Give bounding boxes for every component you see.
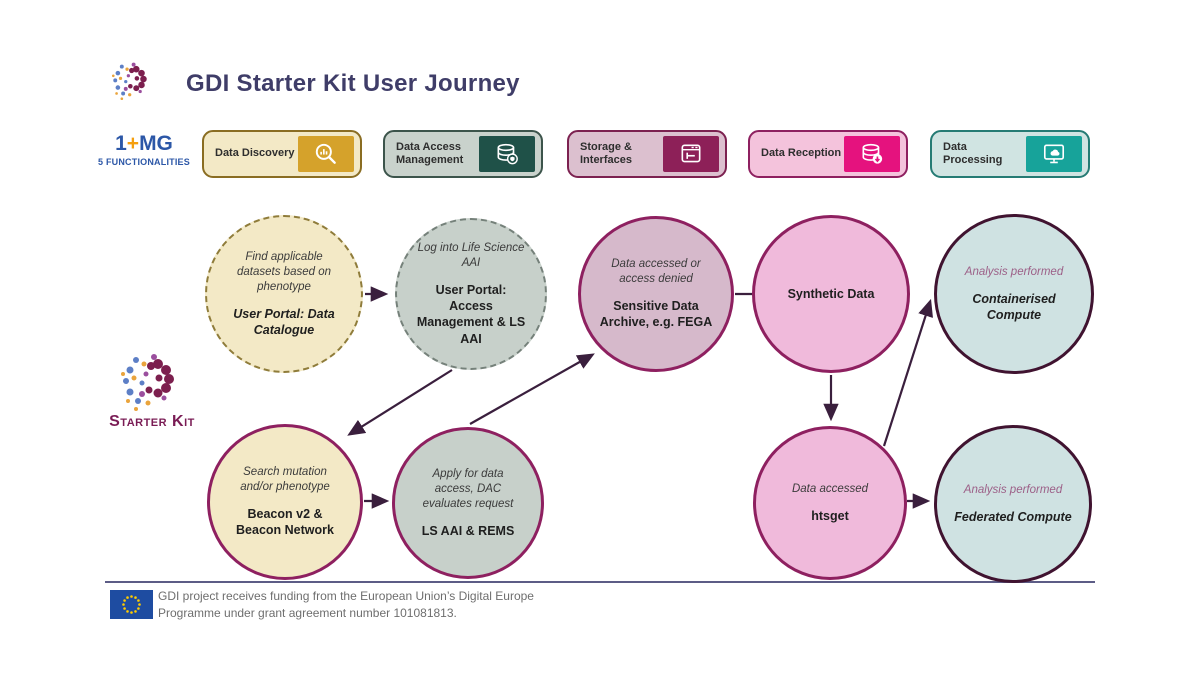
arrow-rems-to-sda: [469, 353, 595, 425]
monitor-cloud-icon: [1026, 136, 1082, 172]
database-shield-icon: [479, 136, 535, 172]
step-description: Analysis performed: [964, 265, 1064, 278]
functionality-data-discovery: Data Discovery: [202, 130, 362, 178]
onemg-logo: 1+MG 5 FUNCTIONALITIES: [92, 133, 196, 167]
funding-line-1: GDI project receives funding from the Eu…: [158, 589, 534, 603]
search-chart-icon: [298, 136, 354, 172]
funding-statement: GDI project receives funding from the Eu…: [158, 588, 534, 622]
arrow-htsget-to-containerised: [882, 298, 933, 447]
step-circle-synthetic-data: Synthetic Data: [752, 215, 910, 373]
database-download-icon: [844, 136, 900, 172]
step-circle-find-datasets: Find applicable datasets based on phenot…: [205, 215, 363, 373]
step-description: Data accessed: [791, 482, 869, 495]
step-circle-ls-aai-rems: Apply for data access, DAC evaluates req…: [392, 427, 544, 579]
five-functionalities-label: 5 FUNCTIONALITIES: [98, 157, 190, 167]
arrow-login-to-beacon: [347, 369, 453, 436]
step-description: Data accessed or access denied: [611, 258, 701, 286]
step-tool: htsget: [811, 508, 849, 523]
functionality-label: Storage & Interfaces: [580, 140, 632, 166]
step-tool: Synthetic Data: [787, 286, 875, 301]
step-tool: Federated Compute: [954, 509, 1072, 524]
step-description: Analysis performed: [963, 483, 1063, 496]
step-tool: User Portal: Data Catalogue: [233, 306, 335, 337]
step-circle-htsget: Data accessed htsget: [753, 426, 907, 580]
step-circle-login-aai: Log into Life Science AAI User Portal: A…: [395, 218, 547, 370]
step-tool: Sensitive Data Archive, e.g. FEGA: [599, 299, 713, 330]
functionality-data-processing: Data Processing: [930, 130, 1090, 178]
funding-line-2: Programme under grant agreement number 1…: [158, 605, 457, 620]
functionality-data-reception: Data Reception: [748, 130, 908, 178]
onemg-wordmark: 1+MG: [115, 132, 173, 155]
functionality-storage-interfaces: Storage & Interfaces: [567, 130, 727, 178]
step-description: Find applicable datasets based on phenot…: [237, 250, 331, 293]
functionality-label: Data Access Management: [396, 140, 464, 166]
step-tool: LS AAI & REMS: [421, 523, 515, 538]
functionality-data-access-management: Data Access Management: [383, 130, 543, 178]
functionality-label: Data Discovery: [215, 147, 295, 160]
window-interface-icon: [663, 136, 719, 172]
page-title: GDI Starter Kit User Journey: [186, 70, 520, 97]
step-description: Log into Life Science AAI: [417, 242, 525, 269]
step-description: Apply for data access, DAC evaluates req…: [422, 467, 514, 510]
step-circle-sensitive-data-archive: Data accessed or access denied Sensitive…: [578, 216, 734, 372]
step-tool: User Portal: Access Management & LS AAI: [416, 282, 526, 346]
step-circle-containerised-compute: Analysis performed Containerised Compute: [934, 214, 1094, 374]
step-tool: Containerised Compute: [972, 291, 1056, 322]
step-tool: Beacon v2 & Beacon Network: [236, 507, 334, 538]
footer-divider: [105, 581, 1095, 583]
functionality-label: Data Reception: [761, 147, 842, 160]
functionality-label: Data Processing: [943, 140, 1003, 166]
step-description: Search mutation and/or phenotype: [240, 466, 330, 494]
step-circle-federated-compute: Analysis performed Federated Compute: [934, 425, 1092, 583]
eu-flag-icon: [110, 590, 153, 619]
starter-kit-label: Starter Kit: [109, 413, 195, 430]
step-circle-beacon: Search mutation and/or phenotype Beacon …: [207, 424, 363, 580]
